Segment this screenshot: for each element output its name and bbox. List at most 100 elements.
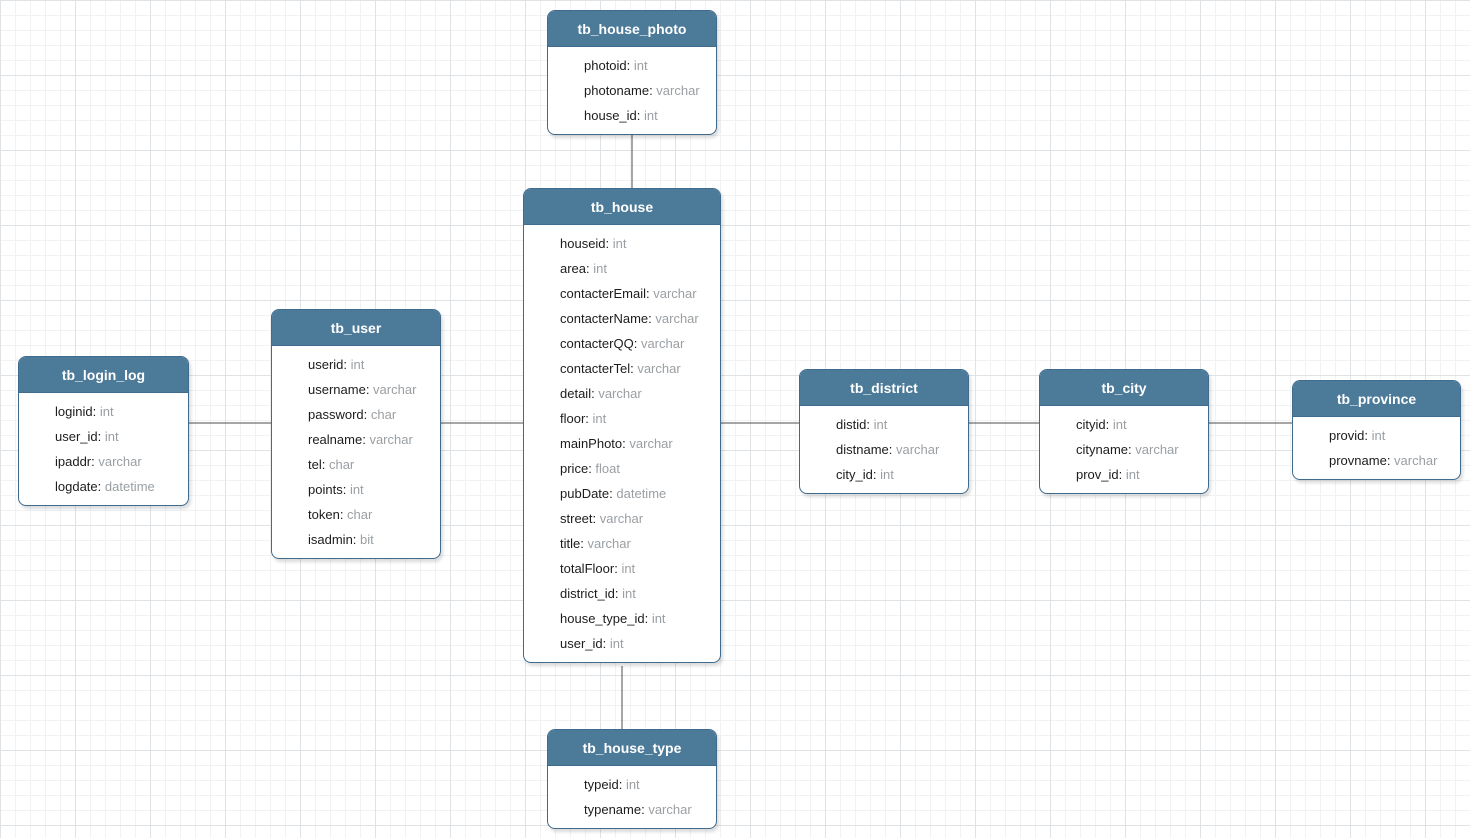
field-row-isadmin[interactable]: isadmin: bit bbox=[272, 527, 440, 552]
field-row-realname[interactable]: realname: varchar bbox=[272, 427, 440, 452]
field-row-city_id[interactable]: city_id: int bbox=[800, 462, 968, 487]
field-separator: : bbox=[1118, 467, 1126, 482]
field-row-cityname[interactable]: cityname: varchar bbox=[1040, 437, 1208, 462]
field-row-photoname[interactable]: photoname: varchar bbox=[548, 78, 716, 103]
field-separator: : bbox=[636, 108, 645, 123]
field-type: char bbox=[347, 507, 373, 522]
field-name: price bbox=[560, 461, 589, 476]
field-type: datetime bbox=[616, 486, 667, 501]
field-type: varchar bbox=[895, 442, 940, 457]
field-row-ipaddr[interactable]: ipaddr: varchar bbox=[19, 449, 188, 474]
field-row-user_id[interactable]: user_id: int bbox=[524, 631, 720, 656]
field-row-cityid[interactable]: cityid: int bbox=[1040, 412, 1208, 437]
field-row-typeid[interactable]: typeid: int bbox=[548, 772, 716, 797]
field-separator: : bbox=[339, 507, 348, 522]
entity-table-header[interactable]: tb_house_type bbox=[548, 730, 716, 766]
field-row-price[interactable]: price: float bbox=[524, 456, 720, 481]
field-row-totalFloor[interactable]: totalFloor: int bbox=[524, 556, 720, 581]
field-name: street bbox=[560, 511, 593, 526]
entity-table-tb_district[interactable]: tb_district distid: int distname: varcha… bbox=[799, 369, 969, 494]
field-row-provname[interactable]: provname: varchar bbox=[1293, 448, 1460, 473]
field-type: int bbox=[1371, 428, 1386, 443]
field-name: password bbox=[308, 407, 364, 422]
field-row-password[interactable]: password: char bbox=[272, 402, 440, 427]
entity-table-tb_house[interactable]: tb_house houseid: int area: int contacte… bbox=[523, 188, 721, 663]
field-row-contacterEmail[interactable]: contacterEmail: varchar bbox=[524, 281, 720, 306]
field-separator: : bbox=[97, 479, 105, 494]
field-name: contacterName bbox=[560, 311, 649, 326]
field-type: varchar bbox=[373, 382, 417, 397]
field-name: provid bbox=[1329, 428, 1365, 443]
field-row-contacterQQ[interactable]: contacterQQ: varchar bbox=[524, 331, 720, 356]
field-row-houseid[interactable]: houseid: int bbox=[524, 231, 720, 256]
field-row-token[interactable]: token: char bbox=[272, 502, 440, 527]
field-row-logdate[interactable]: logdate: datetime bbox=[19, 474, 188, 499]
field-row-title[interactable]: title: varchar bbox=[524, 531, 720, 556]
entity-table-tb_house_photo[interactable]: tb_house_photo photoid: int photoname: v… bbox=[547, 10, 717, 135]
entity-table-tb_city[interactable]: tb_city cityid: int cityname: varchar pr… bbox=[1039, 369, 1209, 494]
field-row-prov_id[interactable]: prov_id: int bbox=[1040, 462, 1208, 487]
entity-table-title: tb_house_type bbox=[582, 740, 682, 756]
field-row-points[interactable]: points: int bbox=[272, 477, 440, 502]
entity-table-header[interactable]: tb_login_log bbox=[19, 357, 188, 393]
field-type: varchar bbox=[648, 802, 692, 817]
field-separator: : bbox=[321, 457, 329, 472]
field-row-contacterName[interactable]: contacterName: varchar bbox=[524, 306, 720, 331]
field-row-photoid[interactable]: photoid: int bbox=[548, 53, 716, 78]
field-row-detail[interactable]: detail: varchar bbox=[524, 381, 720, 406]
field-row-provid[interactable]: provid: int bbox=[1293, 423, 1460, 448]
field-row-district_id[interactable]: district_id: int bbox=[524, 581, 720, 606]
field-type: int bbox=[651, 611, 666, 626]
field-name: cityname bbox=[1076, 442, 1129, 457]
field-name: photoid bbox=[584, 58, 627, 73]
field-name: contacterEmail bbox=[560, 286, 646, 301]
field-name: mainPhoto bbox=[560, 436, 623, 451]
field-row-tel[interactable]: tel: char bbox=[272, 452, 440, 477]
field-name: photoname bbox=[584, 83, 650, 98]
field-separator: : bbox=[1105, 417, 1113, 432]
field-name: prov_id bbox=[1076, 467, 1119, 482]
field-name: totalFloor bbox=[560, 561, 615, 576]
entity-table-tb_user[interactable]: tb_user userid: int username: varchar pa… bbox=[271, 309, 441, 559]
entity-table-header[interactable]: tb_city bbox=[1040, 370, 1208, 406]
entity-table-header[interactable]: tb_province bbox=[1293, 381, 1460, 417]
field-type: varchar bbox=[598, 386, 642, 401]
entity-table-header[interactable]: tb_house bbox=[524, 189, 720, 225]
field-row-userid[interactable]: userid: int bbox=[272, 352, 440, 377]
field-row-distid[interactable]: distid: int bbox=[800, 412, 968, 437]
field-row-house_id[interactable]: house_id: int bbox=[548, 103, 716, 128]
field-name: token bbox=[308, 507, 340, 522]
field-separator: : bbox=[363, 407, 371, 422]
field-type: int bbox=[880, 467, 894, 482]
field-row-house_type_id[interactable]: house_type_id: int bbox=[524, 606, 720, 631]
field-row-distname[interactable]: distname: varchar bbox=[800, 437, 968, 462]
field-row-typename[interactable]: typename: varchar bbox=[548, 797, 716, 822]
entity-table-body: photoid: int photoname: varchar house_id… bbox=[548, 47, 716, 134]
field-row-contacterTel[interactable]: contacterTel: varchar bbox=[524, 356, 720, 381]
entity-table-header[interactable]: tb_district bbox=[800, 370, 968, 406]
entity-table-header[interactable]: tb_house_photo bbox=[548, 11, 716, 47]
field-row-username[interactable]: username: varchar bbox=[272, 377, 440, 402]
field-row-user_id[interactable]: user_id: int bbox=[19, 424, 188, 449]
field-name: contacterTel bbox=[560, 361, 631, 376]
field-type: int bbox=[350, 357, 365, 372]
field-name: distid bbox=[836, 417, 867, 432]
field-name: typeid bbox=[584, 777, 619, 792]
field-row-floor[interactable]: floor: int bbox=[524, 406, 720, 431]
entity-table-body: distid: int distname: varchar city_id: i… bbox=[800, 406, 968, 493]
field-separator: : bbox=[365, 382, 374, 397]
field-row-area[interactable]: area: int bbox=[524, 256, 720, 281]
entity-table-tb_province[interactable]: tb_province provid: int provname: varcha… bbox=[1292, 380, 1461, 480]
entity-table-tb_house_type[interactable]: tb_house_type typeid: int typename: varc… bbox=[547, 729, 717, 829]
field-row-street[interactable]: street: varchar bbox=[524, 506, 720, 531]
entity-table-body: typeid: int typename: varchar bbox=[548, 766, 716, 828]
field-separator: : bbox=[633, 336, 641, 351]
entity-table-header[interactable]: tb_user bbox=[272, 310, 440, 346]
entity-table-tb_login_log[interactable]: tb_login_log loginid: int user_id: int i… bbox=[18, 356, 189, 506]
field-separator: : bbox=[618, 777, 626, 792]
field-name: floor bbox=[560, 411, 586, 426]
field-row-mainPhoto[interactable]: mainPhoto: varchar bbox=[524, 431, 720, 456]
field-row-pubDate[interactable]: pubDate: datetime bbox=[524, 481, 720, 506]
field-row-loginid[interactable]: loginid: int bbox=[19, 399, 188, 424]
